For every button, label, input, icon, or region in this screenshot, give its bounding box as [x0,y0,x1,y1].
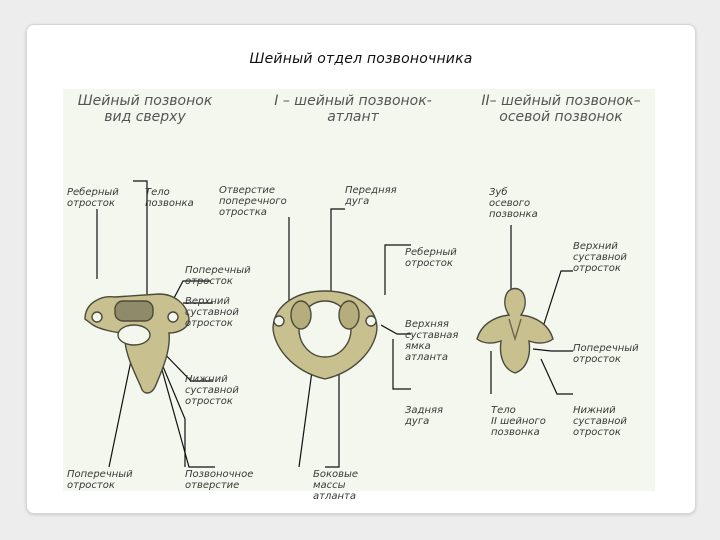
label-line: ямка [405,341,458,352]
leader-line [541,359,573,394]
label-line: Поперечный [67,469,133,480]
label-line: отросток [405,258,457,269]
label-line: суставной [185,385,239,396]
label-rib-process: Реберный отросток [67,187,119,209]
label-line: Тело [145,187,194,198]
label-inferior-articular-process: Нижний суставной отросток [185,374,239,407]
label-line: Боковые [313,469,358,480]
label-line: суставной [573,252,627,263]
label-line: отросток [573,263,627,274]
label-vertebral-foramen: Позвоночное отверстие [185,469,253,491]
label-transverse-process: Поперечный отросток [67,469,133,491]
cervical-vertebra-drawing [85,294,189,393]
label-line: Реберный [405,247,457,258]
label-posterior-arch: Задняя дуга [405,405,443,427]
label-line: Нижний [185,374,239,385]
label-transverse-process: Поперечный отросток [185,265,251,287]
diagram-panel: Шейный позвонок вид сверху I – шейный по… [63,89,655,491]
label-line: суставной [573,416,627,427]
label-line: Нижний [573,405,627,416]
leader-line [331,209,345,297]
label-line: отросток [67,198,119,209]
label-line: Верхний [573,241,627,252]
label-line: Задняя [405,405,443,416]
label-rib-process: Реберный отросток [405,247,457,269]
label-line: позвонка [491,427,546,438]
label-transverse-foramen: Отверстие поперечного отростка [219,185,287,218]
label-line: массы [313,480,358,491]
diagram-drawing [63,89,655,491]
label-line: отросток [573,354,639,365]
label-line: дуга [405,416,443,427]
label-line: Верхний [185,296,239,307]
label-line: атланта [313,491,358,502]
leader-line [109,351,133,467]
label-line: отросток [573,427,627,438]
label-superior-articular-process: Верхний суставной отросток [185,296,239,329]
label-superior-articular-fossa: Верхняя суставная ямка атланта [405,319,458,363]
label-line: суставной [185,307,239,318]
label-line: отросток [67,480,133,491]
leader-line [533,349,573,351]
label-line: Отверстие [219,185,287,196]
label-dens: Зуб осевого позвонка [489,187,538,220]
label-vertebral-body: Тело позвонка [145,187,194,209]
leader-line [543,271,573,327]
label-line: Тело [491,405,546,416]
label-line: атланта [405,352,458,363]
label-line: поперечного [219,196,287,207]
label-lateral-masses: Боковые массы атланта [313,469,358,502]
label-transverse-process: Поперечный отросток [573,343,639,365]
label-line: отверстие [185,480,253,491]
label-line: отросток [185,396,239,407]
label-line: Реберный [67,187,119,198]
label-line: Позвоночное [185,469,253,480]
label-line: II шейного [491,416,546,427]
label-body-c2: Тело II шейного позвонка [491,405,546,438]
atlas-drawing [273,291,377,379]
label-superior-articular-process: Верхний суставной отросток [573,241,627,274]
label-line: Верхняя [405,319,458,330]
label-line: дуга [345,196,397,207]
label-line: Поперечный [185,265,251,276]
label-line: позвонка [489,209,538,220]
label-anterior-arch: Передняя дуга [345,185,397,207]
label-inferior-articular-process: Нижний суставной отросток [573,405,627,438]
label-line: отростка [219,207,287,218]
label-line: осевого [489,198,538,209]
label-line: Передняя [345,185,397,196]
label-line: отросток [185,276,251,287]
slide: Шейный отдел позвоночника Шейный позвоно… [26,24,696,514]
label-line: Зуб [489,187,538,198]
label-line: позвонка [145,198,194,209]
label-line: отросток [185,318,239,329]
slide-title: Шейный отдел позвоночника [27,51,695,67]
label-line: Поперечный [573,343,639,354]
label-line: суставная [405,330,458,341]
